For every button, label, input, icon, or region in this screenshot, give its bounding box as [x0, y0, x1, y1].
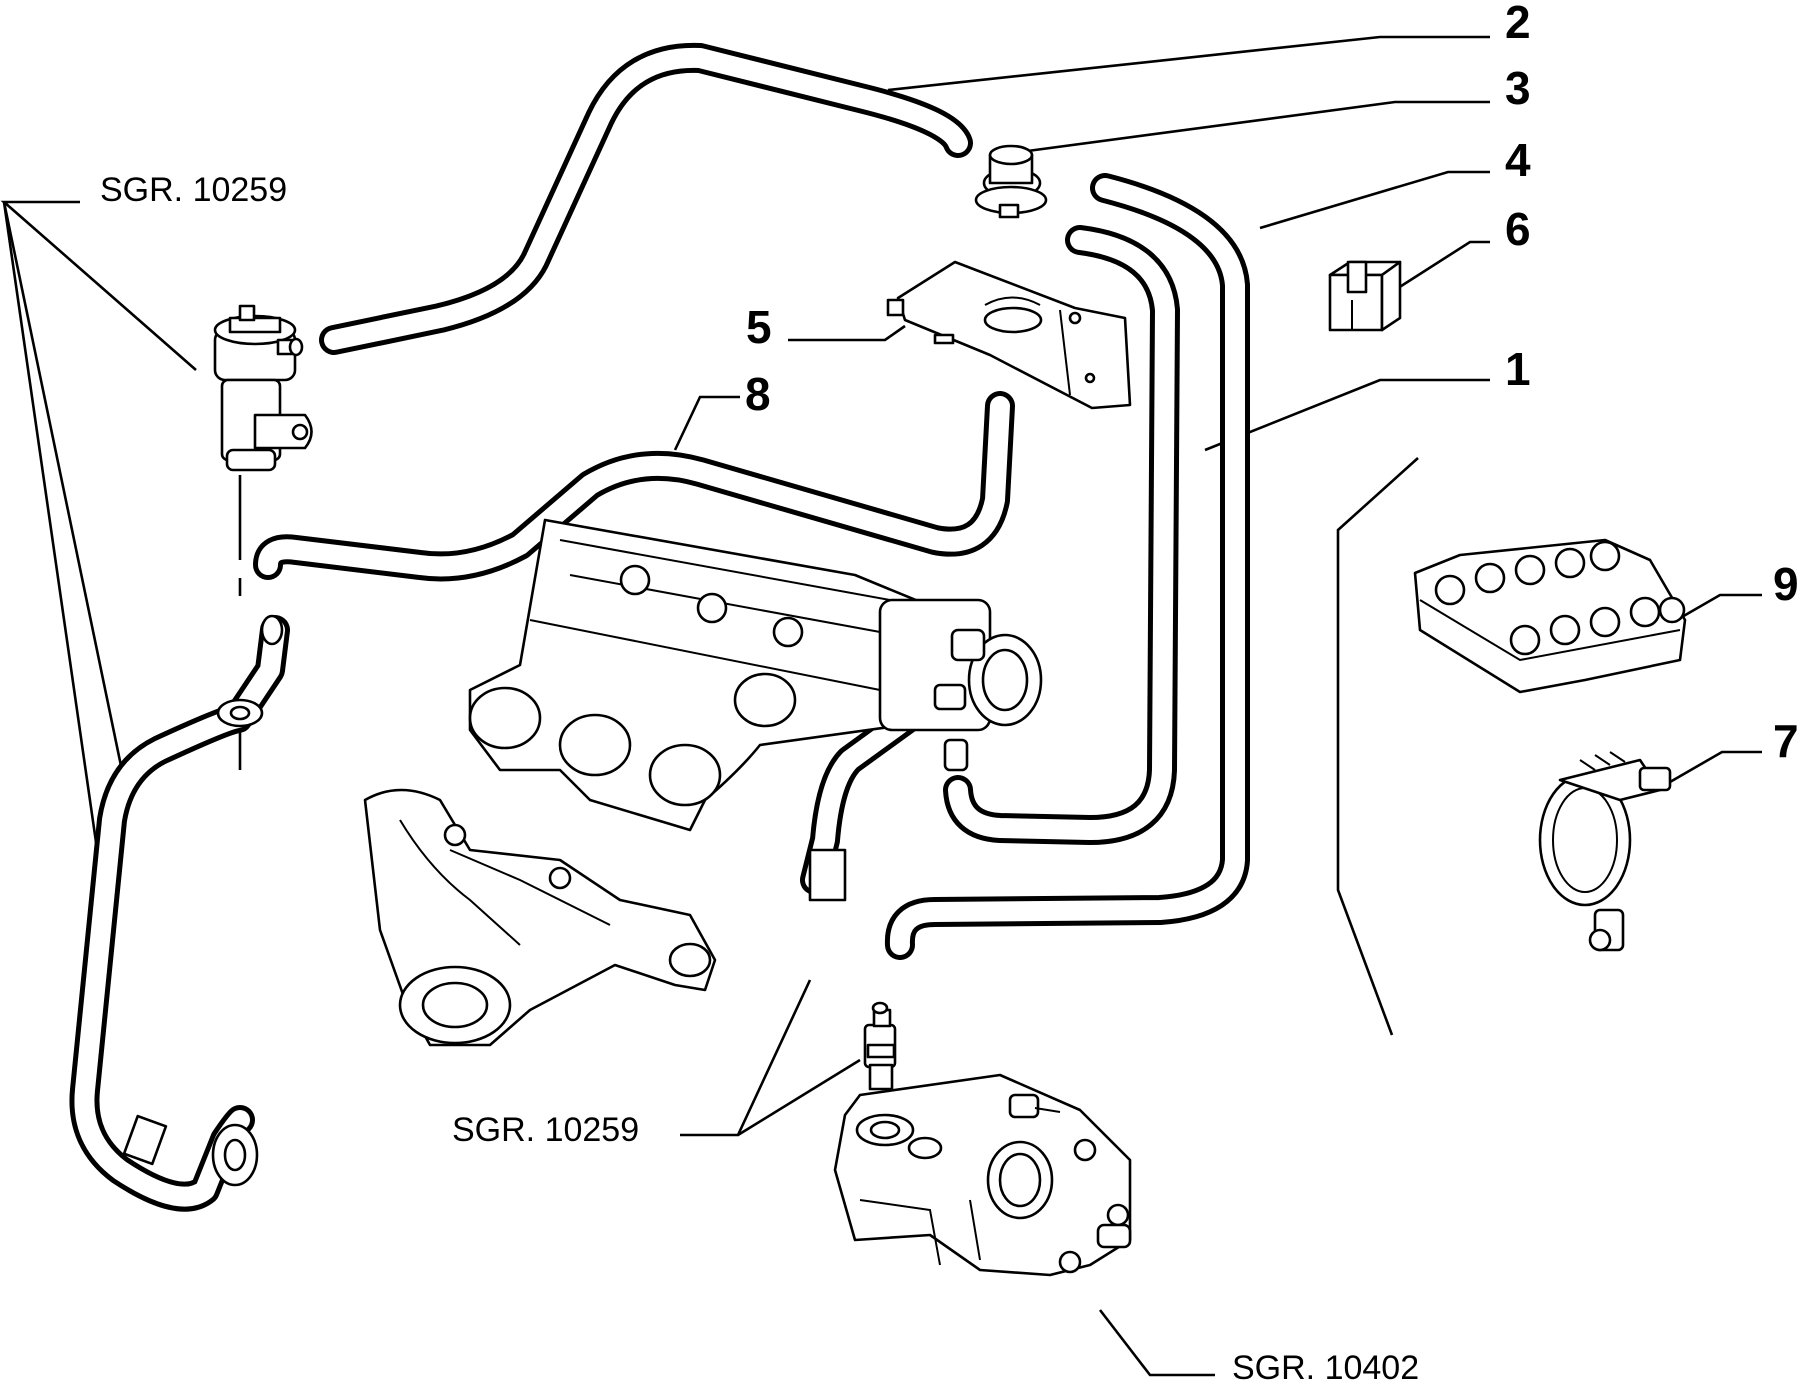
part-9-intake-gasket [1413, 538, 1687, 694]
hose-center-pipe [800, 687, 945, 895]
leader-lines [0, 35, 1762, 1377]
label-part-8: 8 [745, 368, 771, 420]
reference-left: SGR. 10259 [100, 171, 287, 209]
exhaust-manifold [363, 788, 717, 1047]
thermostat-housing [833, 1073, 1132, 1277]
part-number-labels: 2 3 4 6 1 5 8 9 7 [745, 0, 1799, 767]
label-part-2: 2 [1505, 0, 1531, 48]
part-6-rubber-block [1328, 260, 1402, 332]
hose-2 [319, 42, 973, 355]
hose-8 [253, 391, 1015, 582]
left-vacuum-valve [213, 304, 313, 472]
hose-4 [884, 173, 1250, 960]
reference-labels: SGR. 10259 SGR. 10259 SGR. 10402 [100, 171, 1419, 1387]
label-part-5: 5 [746, 301, 772, 353]
label-part-4: 4 [1505, 134, 1531, 186]
label-part-7: 7 [1773, 715, 1799, 767]
intake-manifold [468, 518, 1043, 902]
part-3-check-valve [974, 144, 1048, 219]
reference-bottom: SGR. 10402 [1232, 1349, 1419, 1387]
hose-1 [943, 225, 1180, 845]
label-part-1: 1 [1505, 343, 1531, 395]
left-pipe-fittings [122, 614, 284, 1187]
label-part-6: 6 [1505, 203, 1531, 255]
temperature-sensor [863, 1001, 897, 1091]
label-part-9: 9 [1773, 558, 1799, 610]
label-part-3: 3 [1505, 62, 1531, 114]
part-7-hose-clamp [1538, 751, 1672, 952]
part-5-bracket [886, 260, 1132, 410]
reference-center: SGR. 10259 [452, 1111, 639, 1149]
